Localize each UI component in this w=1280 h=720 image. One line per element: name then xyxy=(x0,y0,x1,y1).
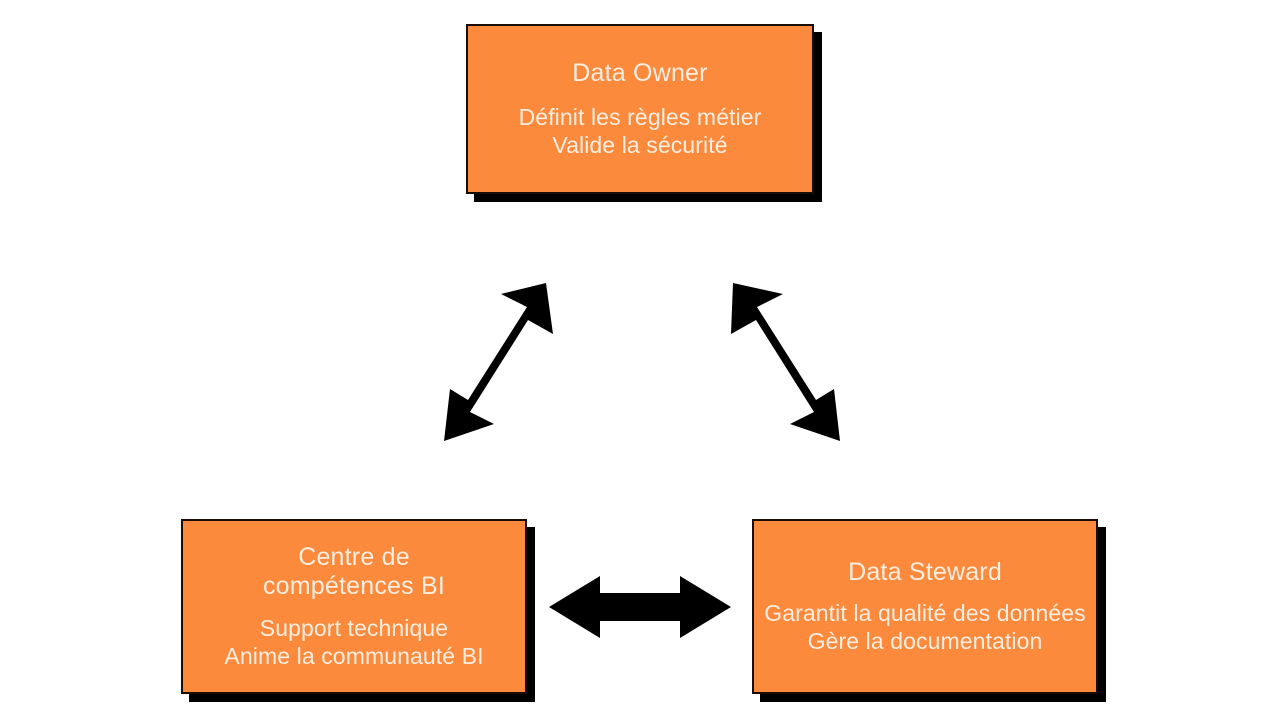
node-data-steward-line-1: Garantit la qualité des données xyxy=(764,600,1086,627)
connector-owner-bi xyxy=(444,283,553,441)
node-data-owner-title: Data Owner xyxy=(572,59,708,88)
double-arrow-diagonal-up-right-icon xyxy=(444,283,553,441)
node-data-steward-title: Data Steward xyxy=(848,557,1002,586)
node-centre-competences-bi-line-1: Support technique xyxy=(259,614,449,641)
node-data-owner-line-2: Valide la sécurité xyxy=(552,131,728,158)
node-data-owner[interactable]: Data Owner Définit les règles métier Val… xyxy=(466,24,814,194)
node-data-steward[interactable]: Data Steward Garantit la qualité des don… xyxy=(752,519,1098,694)
double-arrow-horizontal-icon xyxy=(549,576,731,638)
node-centre-competences-bi[interactable]: Centre de compétences BI Support techniq… xyxy=(181,519,527,694)
connector-owner-steward xyxy=(731,283,840,441)
node-data-owner-line-1: Définit les règles métier xyxy=(518,103,762,130)
node-centre-competences-bi-line-2: Anime la communauté BI xyxy=(224,643,484,669)
node-centre-competences-bi-title: Centre de compétences BI xyxy=(262,542,446,601)
double-arrow-diagonal-up-left-icon xyxy=(731,283,840,441)
node-data-steward-line-2: Gère la documentation xyxy=(807,628,1043,655)
connector-bi-steward xyxy=(549,576,731,638)
